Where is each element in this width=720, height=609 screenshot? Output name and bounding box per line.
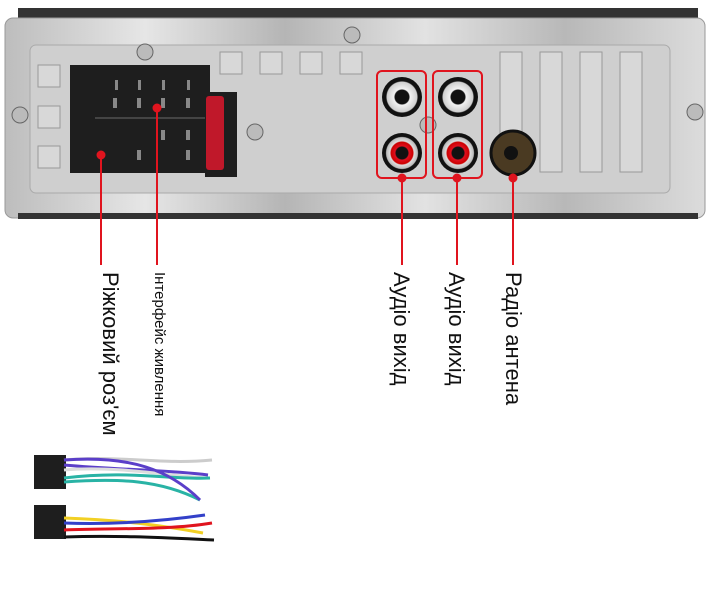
audio-output-2-label: Аудіо вихід bbox=[444, 272, 469, 386]
horn-connector-label: Ріжковий роз'єм bbox=[98, 272, 123, 436]
audio-output-1-label: Аудіо вихід bbox=[389, 272, 414, 386]
leader-lines bbox=[96, 103, 518, 265]
wiring-harness bbox=[34, 455, 215, 542]
iso-connector bbox=[70, 65, 237, 177]
screws bbox=[11, 26, 704, 141]
fuse bbox=[206, 96, 224, 170]
rca-outputs bbox=[376, 70, 483, 179]
power-interface-label: Інтерфейс живлення bbox=[151, 272, 168, 417]
radio-antenna-label: Радіо антена bbox=[501, 272, 526, 406]
